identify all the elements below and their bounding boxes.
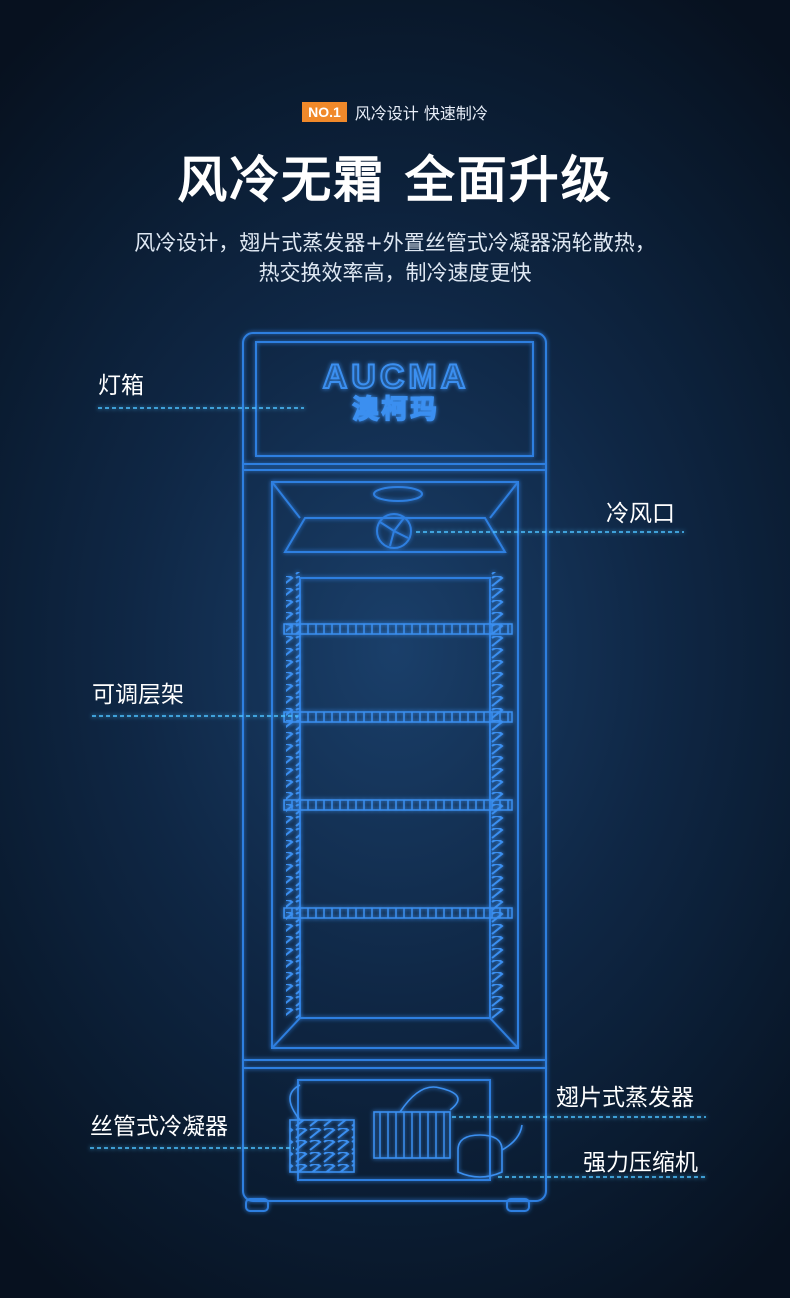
brand-logo: AUCMA xyxy=(323,358,470,396)
description-line-2: 热交换效率高，制冷速度更快 xyxy=(258,261,532,285)
no1-badge: NO.1 xyxy=(302,102,347,122)
label-adjustable-shelf: 可调层架 xyxy=(92,682,184,708)
description-line-1: 风冷设计，翅片式蒸发器+外置丝管式冷凝器涡轮散热， xyxy=(134,231,656,255)
shelf xyxy=(283,623,513,635)
description: 风冷设计，翅片式蒸发器+外置丝管式冷凝器涡轮散热， 热交换效率高，制冷速度更快 xyxy=(0,228,790,288)
left-coil xyxy=(286,572,300,1020)
label-compressor: 强力压缩机 xyxy=(583,1150,698,1176)
door-frame xyxy=(271,481,519,1049)
cabinet-outline xyxy=(242,332,547,1202)
right-coil xyxy=(490,572,504,1020)
section-tag: NO.1 风冷设计 快速制冷 xyxy=(0,100,790,124)
evaporator xyxy=(373,1111,451,1159)
compressor xyxy=(457,1134,503,1178)
shelves xyxy=(283,623,513,919)
label-light-box: 灯箱 xyxy=(98,373,144,399)
label-wire-condenser: 丝管式冷凝器 xyxy=(90,1114,228,1140)
page-title: 风冷无霜 全面升级 xyxy=(177,151,613,209)
brand-chinese: 澳柯玛 xyxy=(352,395,439,425)
air-duct xyxy=(283,517,507,553)
shelf xyxy=(283,711,513,723)
inner-chamber xyxy=(299,577,491,1019)
shelf xyxy=(283,907,513,919)
label-fin-evaporator: 翅片式蒸发器 xyxy=(556,1085,694,1111)
shelf xyxy=(283,799,513,811)
condenser xyxy=(289,1119,355,1173)
light-box xyxy=(255,341,534,457)
label-cold-air-outlet: 冷风口 xyxy=(606,501,675,527)
subheading: 风冷设计 快速制冷 xyxy=(354,104,488,123)
fan xyxy=(376,513,412,549)
